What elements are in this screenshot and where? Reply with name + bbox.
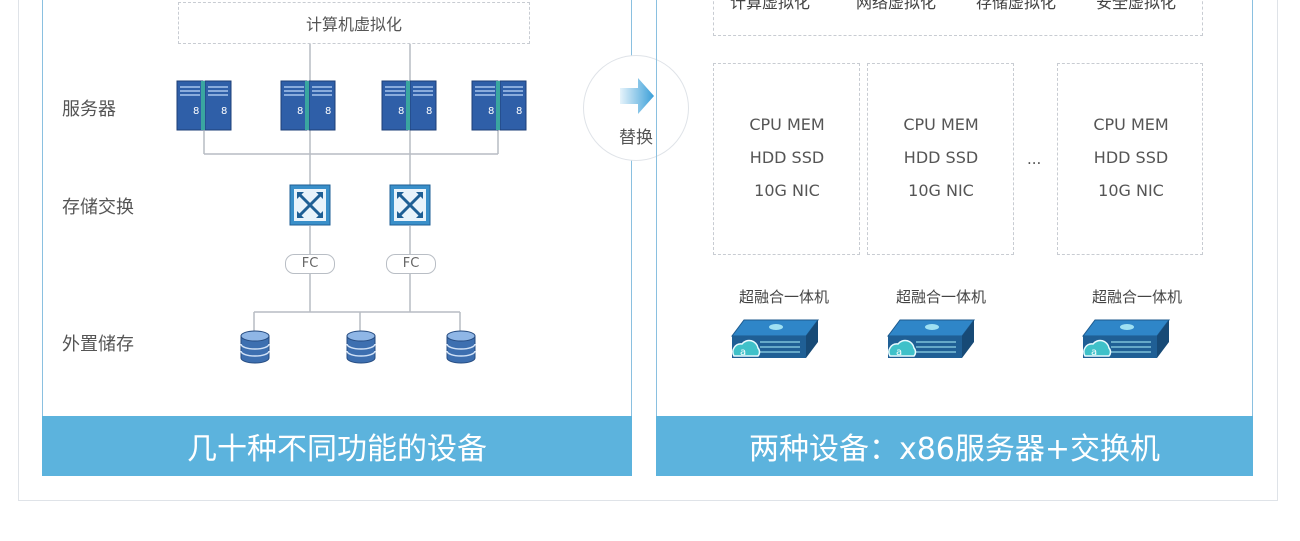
virtualization-type-label: 计算虚拟化 [730,0,811,12]
svg-text:8: 8 [221,106,227,117]
virtualization-label: 计算机虚拟化 [305,15,402,34]
storage-disk-icon [346,330,376,364]
virtualization-box: 计算机虚拟化 [178,2,530,44]
svg-text:8: 8 [398,106,404,117]
svg-text:a: a [896,347,902,358]
replace-badge: 替换 [583,55,689,161]
hci-node-box: CPU MEM HDD SSD 10G NIC [713,63,860,255]
storage-disk-icon [240,330,270,364]
svg-text:8: 8 [516,106,522,117]
spec-line: CPU MEM [749,115,825,134]
svg-text:8: 8 [426,106,432,117]
svg-text:8: 8 [325,106,331,117]
spec-line: 10G NIC [754,181,820,200]
spec-line: HDD SSD [749,148,825,167]
row-label-external-storage: 外置储存 [62,334,134,355]
hci-node-label: 超融合一体机 [895,288,986,306]
row-label-storage-switch: 存储交换 [62,197,134,218]
row-label-servers: 服务器 [62,99,116,120]
spec-line: 10G NIC [908,181,974,200]
svg-text:8: 8 [488,106,494,117]
virtualization-layer-box: 计算虚拟化 网络虚拟化 存储虚拟化 安全虚拟化 [713,0,1203,36]
virtualization-type-label: 存储虚拟化 [976,0,1057,12]
spec-line: 10G NIC [1098,181,1164,200]
spec-line: HDD SSD [903,148,979,167]
fc-label: FC [386,254,436,274]
hci-node-label: 超融合一体机 [738,288,829,306]
svg-text:a: a [740,347,746,358]
hci-node-label: 超融合一体机 [1091,288,1182,306]
hci-appliance-icon: a [1082,319,1170,358]
storage-switch-icon [389,184,431,226]
right-banner: 两种设备：x86服务器+交换机 [656,416,1253,476]
virtualization-type-label: 安全虚拟化 [1096,0,1177,12]
hci-appliance-icon: a [887,319,975,358]
spec-line: CPU MEM [1093,115,1169,134]
svg-text:8: 8 [297,106,303,117]
storage-switch-icon [289,184,331,226]
svg-text:8: 8 [193,106,199,117]
replace-label: 替换 [619,128,653,148]
hci-node-box: CPU MEM HDD SSD 10G NIC [1057,63,1203,255]
hci-node-box: CPU MEM HDD SSD 10G NIC [867,63,1014,255]
svg-text:a: a [1091,347,1097,358]
spec-line: HDD SSD [1093,148,1169,167]
virtualization-type-label: 网络虚拟化 [856,0,937,12]
ellipsis: ... [1027,150,1042,168]
storage-disk-icon [446,330,476,364]
left-banner: 几十种不同功能的设备 [42,416,632,476]
spec-line: CPU MEM [903,115,979,134]
arrow-right-icon [620,78,654,114]
fc-label: FC [285,254,335,274]
hci-appliance-icon: a [731,319,819,358]
